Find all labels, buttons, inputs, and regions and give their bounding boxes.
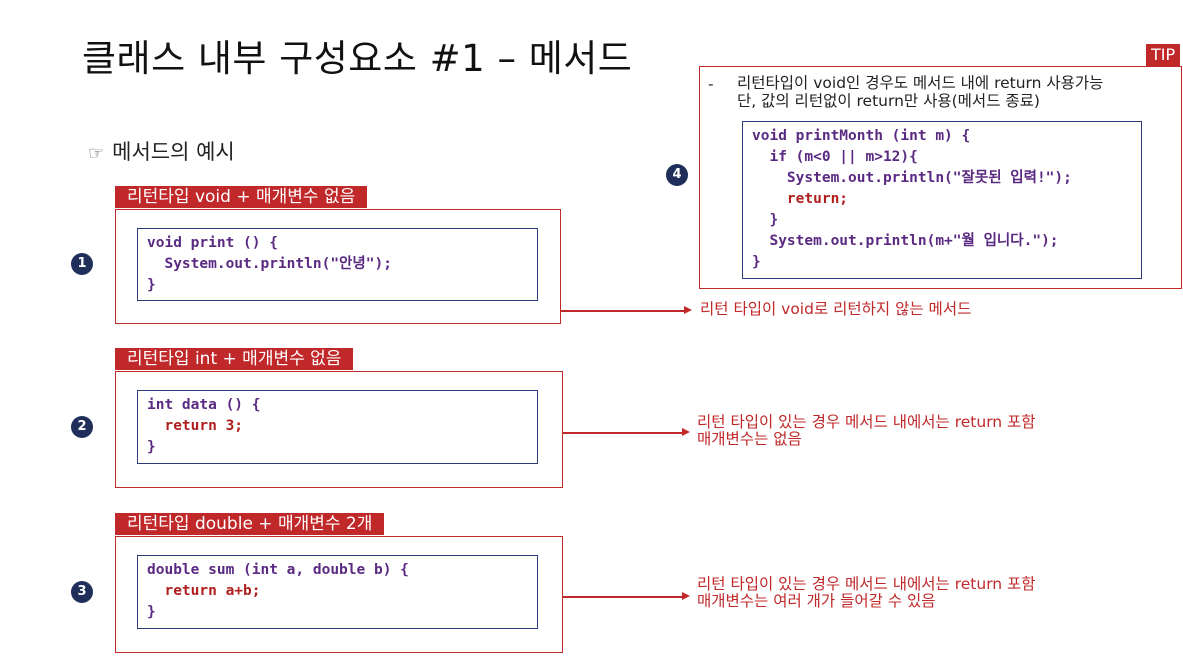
page-title: 클래스 내부 구성요소 #1 – 메서드 — [82, 37, 633, 80]
code-line: if (m<0 || m>12){ — [752, 149, 918, 165]
code-line: double sum (int a, double b) { — [147, 562, 409, 578]
code-line: int data () { — [147, 397, 261, 413]
example-1-code: void print () { System.out.println("안녕")… — [137, 228, 538, 301]
code-line: void printMonth (int m) { — [752, 128, 971, 144]
code-line: System.out.println("안녕"); — [147, 256, 392, 272]
example-3-code: double sum (int a, double b) { return a+… — [137, 555, 538, 629]
example-1-number-badge: 1 — [71, 253, 93, 275]
example-3-box: double sum (int a, double b) { return a+… — [115, 536, 563, 653]
note-line: 매개변수는 없음 — [697, 430, 802, 448]
example-2-number-badge: 2 — [71, 416, 93, 438]
pointing-hand-icon: ☞ — [88, 143, 105, 164]
note-line: 리턴 타입이 있는 경우 메서드 내에서는 return 포함 — [697, 413, 1036, 431]
code-line: } — [147, 277, 156, 293]
tip-box: - 리턴타입이 void인 경우도 메서드 내에 return 사용가능 단, … — [699, 66, 1182, 289]
example-2-label: 리턴타입 int + 매개변수 없음 — [115, 348, 354, 370]
tip-number-badge: 4 — [666, 164, 688, 186]
note-line: 매개변수는 여러 개가 들어갈 수 있음 — [697, 592, 936, 610]
example-2-code: int data () { return 3;} — [137, 390, 538, 464]
tip-description: 리턴타입이 void인 경우도 메서드 내에 return 사용가능 단, 값의… — [737, 74, 1103, 110]
code-line: } — [147, 439, 156, 455]
arrow-right-icon — [682, 592, 690, 600]
arrow-right-icon — [684, 306, 692, 314]
code-line: System.out.println("잘못된 입력!"); — [752, 170, 1072, 186]
tip-text-line: 리턴타입이 void인 경우도 메서드 내에 return 사용가능 — [737, 74, 1104, 92]
note-line: 리턴 타입이 있는 경우 메서드 내에서는 return 포함 — [697, 575, 1036, 593]
example-2-box: int data () { return 3;} — [115, 371, 563, 488]
tip-dash: - — [708, 75, 714, 93]
code-line: System.out.println(m+"월 입니다."); — [752, 233, 1059, 249]
example-3-label: 리턴타입 double + 매개변수 2개 — [115, 513, 385, 535]
example-3-note: 리턴 타입이 있는 경우 메서드 내에서는 return 포함 매개변수는 여러… — [697, 576, 1036, 610]
note-line: 리턴 타입이 void로 리턴하지 않는 메서드 — [700, 300, 972, 318]
code-line: void print () { — [147, 235, 278, 251]
tip-badge: TIP — [1146, 44, 1181, 66]
code-line-return: return a+b; — [147, 583, 261, 599]
example-1-note: 리턴 타입이 void로 리턴하지 않는 메서드 — [700, 301, 971, 318]
example-2-arrow — [563, 432, 682, 434]
section-subtitle: ☞ 메서드의 예시 — [88, 136, 235, 166]
example-2-note: 리턴 타입이 있는 경우 메서드 내에서는 return 포함 매개변수는 없음 — [697, 414, 1036, 448]
example-3-arrow — [563, 596, 682, 598]
example-1-label: 리턴타입 void + 매개변수 없음 — [115, 186, 368, 208]
arrow-right-icon — [682, 428, 690, 436]
code-line: } — [147, 604, 156, 620]
example-3-number-badge: 3 — [71, 581, 93, 603]
code-line: } — [752, 212, 779, 228]
example-1-box: void print () { System.out.println("안녕")… — [115, 209, 561, 324]
subtitle-text: 메서드의 예시 — [112, 140, 235, 164]
code-line: } — [752, 254, 761, 270]
code-line-return: return; — [752, 191, 849, 207]
example-1-arrow — [561, 310, 684, 312]
tip-text-line: 단, 값의 리턴없이 return만 사용(메서드 종료) — [737, 92, 1040, 110]
tip-code: void printMonth (int m) { if (m<0 || m>1… — [742, 121, 1142, 279]
code-line-return: return 3; — [147, 418, 244, 434]
